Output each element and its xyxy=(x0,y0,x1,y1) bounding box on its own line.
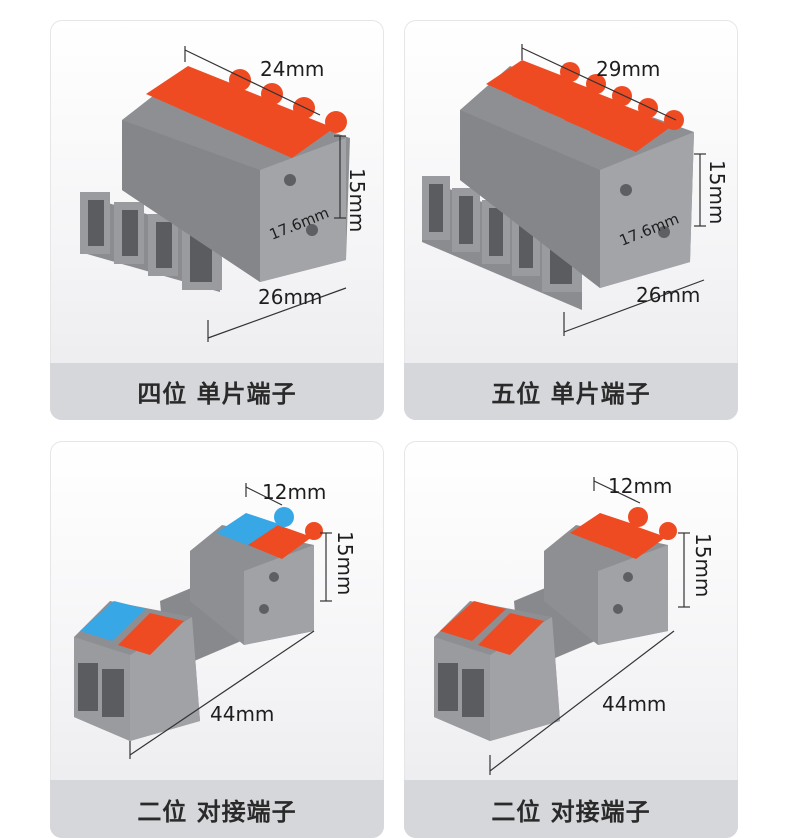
product-card-4pos: 24mm 15mm 26mm 17.6mm 四位 单片端子 xyxy=(50,20,384,420)
dim-width-label: 12mm xyxy=(608,474,672,498)
dimension-lines xyxy=(184,46,347,342)
caption-bar: 二位 对接端子 xyxy=(50,780,384,838)
dimension-lines xyxy=(489,477,690,775)
dim-length-label: 44mm xyxy=(602,692,666,716)
dim-height-label: 15mm xyxy=(345,168,369,232)
product-caption: 二位 对接端子 xyxy=(491,797,651,826)
product-card-2pos-butt-blue: 12mm 15mm 44mm 二位 对接端子 xyxy=(50,441,384,838)
dim-depth-label: 26mm xyxy=(258,285,322,309)
orange-levers xyxy=(146,66,347,158)
dim-height-label: 15mm xyxy=(705,160,729,224)
connector-5pos-image: 29mm 15mm 26mm 17.6mm xyxy=(422,44,729,336)
dim-length-label: 44mm xyxy=(210,702,274,726)
caption-bar: 二位 对接端子 xyxy=(404,780,738,838)
connector-4pos-image: 24mm 15mm 26mm 17.6mm xyxy=(80,46,369,342)
caption-bar: 四位 单片端子 xyxy=(50,363,384,420)
product-caption: 二位 对接端子 xyxy=(137,797,297,826)
dim-height-label: 15mm xyxy=(691,533,715,597)
butt-connector-blue-image: 12mm 15mm 44mm xyxy=(74,480,357,759)
dim-width-label: 24mm xyxy=(260,57,324,81)
butt-connector-orange-image: 12mm 15mm 44mm xyxy=(434,474,715,775)
wire-ports xyxy=(80,192,222,292)
dim-width-label: 29mm xyxy=(596,57,660,81)
product-caption: 五位 单片端子 xyxy=(491,380,651,408)
caption-bar: 五位 单片端子 xyxy=(404,363,738,420)
orange-levers xyxy=(486,60,684,152)
dim-depth-label: 26mm xyxy=(636,283,700,307)
dimension-lines xyxy=(521,44,706,336)
dim-height-label: 15mm xyxy=(333,531,357,595)
dimension-lines xyxy=(129,483,332,759)
product-card-2pos-butt-orange: 12mm 15mm 44mm 二位 对接端子 xyxy=(404,441,738,838)
dim-width-label: 12mm xyxy=(262,480,326,504)
product-card-5pos: 29mm 15mm 26mm 17.6mm 五位 单片端子 xyxy=(404,20,738,420)
product-caption: 四位 单片端子 xyxy=(137,380,297,408)
